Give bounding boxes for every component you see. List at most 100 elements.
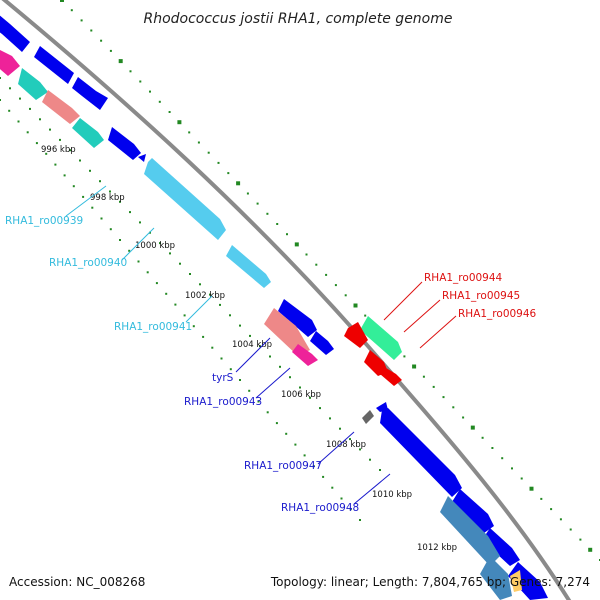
gene-arrow[interactable] (72, 77, 108, 110)
tick-dot (339, 427, 341, 430)
gene-label-ro00941[interactable]: RHA1_ro00941 (114, 321, 192, 333)
gene-block[interactable] (362, 410, 374, 424)
tick-dot (129, 211, 131, 214)
gene-arrow[interactable] (482, 528, 520, 566)
tick-dot (511, 467, 513, 470)
tick-dot (569, 528, 572, 531)
tick-dot (49, 128, 51, 131)
accession-text: Accession: NC_008268 (9, 575, 146, 589)
tick-dot (139, 221, 141, 224)
gene-label-ro00939[interactable]: RHA1_ro00939 (5, 215, 83, 227)
tick-dot (501, 457, 504, 460)
tick-dot (412, 364, 417, 369)
gene-arrow[interactable] (144, 158, 226, 240)
tick-dot (217, 161, 220, 164)
tick-dot (227, 172, 230, 175)
gene-arrow[interactable] (0, 14, 30, 52)
tick-dot (72, 185, 75, 188)
tick-dot (294, 242, 299, 247)
gene-block[interactable] (0, 48, 20, 76)
tick-dot (100, 217, 103, 220)
tick-dot (470, 425, 475, 430)
tick-dot (189, 273, 191, 275)
gene-RHA1_ro00946[interactable] (364, 350, 388, 376)
tick-dot (529, 486, 534, 491)
tick-dot (403, 355, 406, 358)
tick-dot (349, 508, 352, 511)
forward-strand-genes (0, 14, 548, 600)
tick-dot (17, 120, 20, 123)
gene-arrow[interactable] (226, 245, 271, 288)
gene-arrow[interactable] (278, 299, 317, 337)
tick-dot (520, 477, 523, 480)
gene-block[interactable] (72, 118, 104, 148)
tick-dot (35, 142, 38, 145)
gene-RHA1_ro00945[interactable] (344, 322, 368, 348)
tick-labels: 996 kbp 998 kbp 1000 kbp 1002 kbp 1004 k… (41, 145, 457, 553)
gene-label-ro00947[interactable]: RHA1_ro00947 (244, 460, 322, 472)
gene-label-ro00943[interactable]: RHA1_ro00943 (184, 396, 262, 408)
tick-dot (276, 223, 279, 225)
gene-arrow[interactable] (138, 154, 146, 162)
tick-dot (220, 357, 223, 360)
tick-dot (559, 518, 562, 521)
tick-dot (174, 303, 177, 306)
gene-RHA1_ro00946b[interactable] (380, 368, 402, 386)
tick-dot (248, 389, 251, 392)
tick-dot (239, 324, 241, 327)
tick-dot (109, 190, 111, 193)
gene-block[interactable] (264, 308, 310, 356)
tick-dot (99, 180, 101, 183)
leader-line (353, 473, 391, 505)
tick-dot (202, 335, 205, 338)
gene-block[interactable] (42, 90, 80, 124)
gene-label-ro00948[interactable]: RHA1_ro00948 (281, 502, 359, 514)
tick-dot (266, 411, 269, 414)
tick-dot (109, 49, 112, 52)
genome-backbone (1, 0, 572, 600)
tick-dot (45, 152, 48, 155)
gene-arrow[interactable] (452, 489, 494, 533)
gene-label-ro00945[interactable]: RHA1_ro00945 (442, 290, 520, 302)
gene-RHA1_ro00944[interactable] (360, 316, 402, 360)
leader-line (65, 185, 107, 217)
tick-dot (197, 141, 200, 144)
tick-dot (199, 283, 201, 286)
tick-dot (550, 508, 553, 511)
tick-dot (188, 131, 191, 134)
tick-label: 1000 kbp (135, 241, 175, 251)
tick-dot (137, 260, 140, 263)
tick-dot (0, 77, 1, 79)
tick-dot (177, 120, 182, 125)
tick-dot (29, 107, 31, 110)
gene-label-ro00944[interactable]: RHA1_ro00944 (424, 272, 503, 284)
tick-dot (63, 174, 66, 177)
gene-block[interactable] (292, 344, 318, 366)
gene-arrow[interactable] (108, 127, 141, 160)
tick-dot (432, 385, 435, 388)
gene-block[interactable] (510, 570, 522, 592)
gene-block[interactable] (18, 68, 48, 100)
gene-arrow[interactable] (380, 408, 462, 497)
gene-label-ro00940[interactable]: RHA1_ro00940 (49, 257, 127, 269)
tick-dot (359, 448, 361, 451)
tick-dot (69, 149, 71, 152)
tick-dot (588, 547, 593, 552)
tick-dot (100, 39, 103, 42)
tick-dot (159, 242, 161, 245)
tick-dot (329, 417, 331, 420)
leader-line (121, 227, 155, 261)
tick-dot (266, 212, 269, 215)
gene-arrow[interactable] (34, 46, 74, 84)
gene-block[interactable] (480, 556, 512, 600)
gene-block[interactable] (440, 496, 500, 566)
gene-label-ro00946[interactable]: RHA1_ro00946 (458, 308, 537, 320)
tick-dot (344, 294, 347, 297)
gene-label-tyrS[interactable]: tyrS (212, 372, 234, 384)
tick-dot (90, 29, 93, 32)
gene-arrow[interactable] (376, 402, 388, 412)
tick-dot (325, 273, 328, 276)
tick-dot (118, 59, 123, 64)
tick-dot (0, 99, 1, 101)
gene-arrow[interactable] (310, 331, 334, 355)
